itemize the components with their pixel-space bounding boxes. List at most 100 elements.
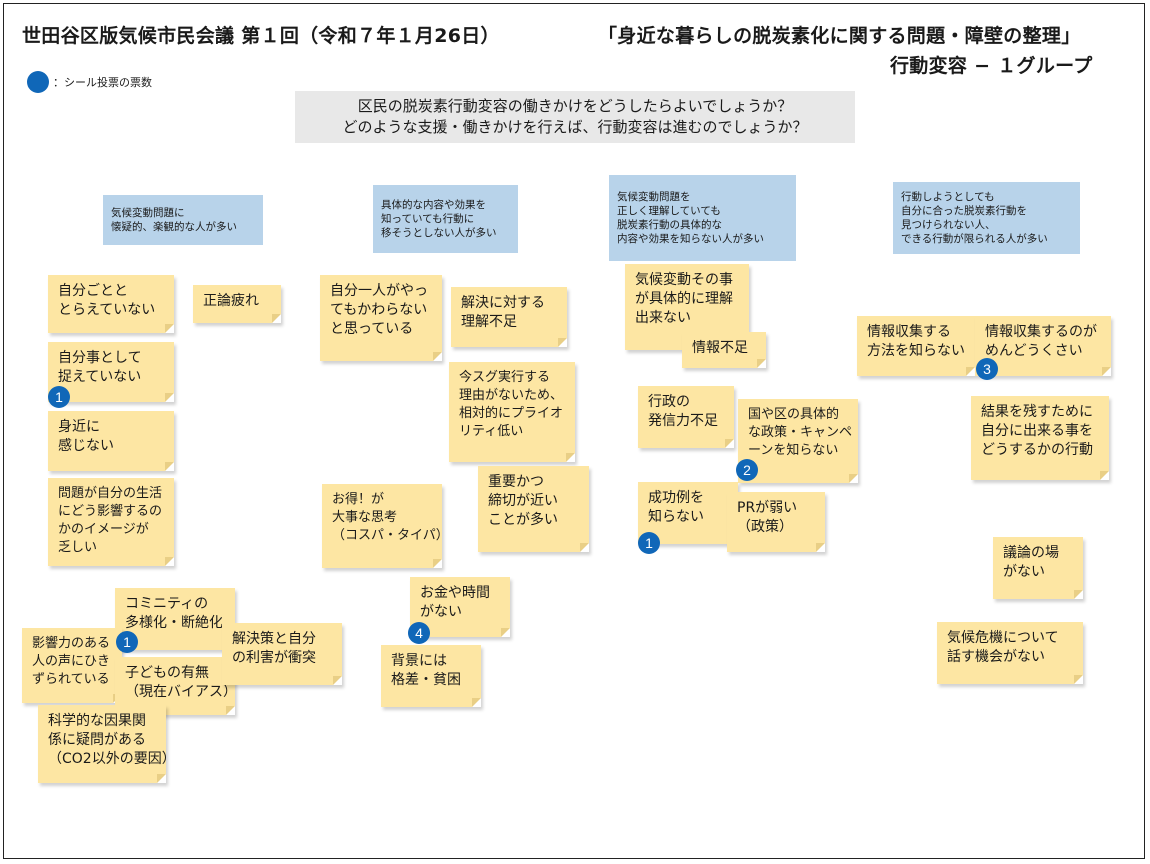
category-skeptical: 気候変動問題に 懐疑的、楽観的な人が多い: [103, 195, 263, 245]
note-text-line: 多様化・断絶化: [125, 615, 223, 631]
note-text-line: 大事な思考: [332, 510, 398, 525]
vote-badge: 1: [48, 386, 70, 408]
sticky-note: 気候危機について話す機会がない: [937, 622, 1083, 684]
note-text-line: 理解不足: [461, 314, 517, 330]
note-text-line: 知っていても行動に: [381, 213, 475, 225]
note-text-line: がない: [1003, 564, 1045, 580]
sticky-note: PRが弱い（政策）: [727, 492, 825, 552]
note-text-line: がない: [420, 604, 462, 620]
sticky-note: 問題が自分の生活にどう影響するのかのイメージが乏しい: [48, 478, 174, 566]
note-text-line: 成功例を: [648, 490, 704, 506]
note-text-line: 身近に: [58, 419, 100, 435]
note-text-line: 自分に合った脱炭素行動を: [901, 205, 1027, 217]
note-text-line: 影響力のある: [32, 636, 111, 651]
note-text-line: 出来ない: [635, 310, 691, 326]
vote-badge: 2: [736, 459, 758, 481]
note-text-line: リティ低い: [459, 424, 524, 439]
sticky-note: 議論の場がない: [993, 537, 1083, 599]
question-line-1: 区民の脱炭素行動変容の働きかけをどうしたらよいでしょうか？: [357, 97, 793, 115]
note-text-line: めんどうくさい: [985, 343, 1083, 359]
sticky-note: 身近に感じない: [48, 411, 174, 471]
note-text-line: 移そうとしない人が多い: [381, 227, 497, 239]
note-text-line: 結果を残すために: [981, 404, 1093, 420]
sticky-note: 背景には格差・貧困: [381, 645, 481, 707]
sticky-note: 重要かつ締切が近いことが多い: [478, 466, 589, 552]
note-text-line: 締切が近い: [488, 493, 558, 509]
note-text-line: 行政の: [648, 394, 690, 410]
note-text-line: と思っている: [330, 321, 414, 337]
sticky-note: 行政の発信力不足: [638, 386, 734, 448]
note-text-line: （政策）: [737, 519, 793, 535]
note-text-line: （コスパ・タイパ）: [332, 528, 449, 543]
note-text-line: 乏しい: [58, 540, 98, 555]
note-text-line: 感じない: [58, 438, 114, 454]
note-text-line: 理由がないため、: [459, 388, 564, 403]
note-text-line: 情報収集する: [867, 324, 951, 340]
note-text-line: 解決策と自分: [232, 631, 316, 647]
note-text-line: 議論の場: [1003, 545, 1059, 561]
note-text-line: 具体的な内容や効果を: [381, 199, 486, 211]
note-text-line: 背景には: [391, 653, 447, 669]
sticky-note: 解決策と自分の利害が衝突: [222, 623, 342, 685]
sticky-note: 自分一人がやってもかわらないと思っている: [320, 275, 442, 361]
note-text-line: 今スグ実行する: [459, 370, 551, 385]
group-subtitle: 行動変容 − １グループ: [890, 55, 1093, 77]
sticky-note: 情報不足: [682, 332, 766, 368]
category-limited: 行動しようとしても 自分に合った脱炭素行動を 見つけられない人、 できる行動が限…: [893, 182, 1080, 254]
note-text-line: 自分に出来る事を: [981, 423, 1093, 439]
note-text-line: どうするかの行動: [981, 442, 1093, 458]
note-text-line: 気候変動問題に: [111, 207, 185, 219]
question-line-2: どのような支援・働きかけを行えば、行動変容は進むのでしょうか？: [342, 118, 808, 136]
note-text-line: 内容や効果を知らない人が多い: [617, 233, 764, 245]
sticky-note: 自分ごとととらえていない: [48, 275, 174, 333]
vote-dot-icon: [27, 71, 49, 93]
sticky-note: 正論疲れ: [193, 285, 281, 323]
note-text-line: な政策・キャンペ: [748, 425, 853, 440]
note-text-line: 正しく理解していても: [617, 205, 721, 217]
note-text-line: 正論疲れ: [203, 293, 259, 309]
note-text-line: 情報不足: [692, 340, 748, 356]
sticky-note: 国や区の具体的な政策・キャンペーンを知らない: [738, 399, 858, 483]
note-text-line: 知らない: [648, 509, 704, 525]
note-text-line: 係に疑問がある: [48, 732, 146, 748]
note-text-line: 子どもの有無: [125, 665, 209, 681]
sticky-note: 今スグ実行する理由がないため、相対的にプライオリティ低い: [449, 362, 575, 462]
vote-legend: ：シール投票の票数: [27, 71, 152, 93]
sticky-note: 科学的な因果関係に疑問がある（CO2以外の要因）: [38, 705, 176, 783]
note-text-line: 気候変動問題を: [617, 191, 691, 203]
note-text-line: （現在バイアス）: [125, 684, 237, 700]
note-text-line: の利害が衝突: [232, 650, 316, 666]
note-text-line: 科学的な因果関: [48, 713, 146, 729]
sticky-note: お得！が大事な思考（コスパ・タイパ）: [322, 484, 449, 568]
note-text-line: 発信力不足: [648, 413, 718, 429]
note-text-line: にどう影響するの: [58, 504, 163, 519]
central-question: 区民の脱炭素行動変容の働きかけをどうしたらよいでしょうか？ どのような支援・働き…: [295, 91, 855, 143]
note-text-line: 気候変動その事: [635, 272, 733, 288]
note-text-line: 問題が自分の生活: [58, 486, 163, 501]
note-text-line: 国や区の具体的: [748, 407, 840, 422]
vote-badge: 1: [116, 631, 138, 653]
slide-title: 世田谷区版気候市民会議 第１回（令和７年１月26日）: [22, 25, 500, 47]
note-text-line: コミニティの: [125, 596, 209, 612]
note-text-line: 捉えていない: [58, 369, 142, 385]
note-text-line: ことが多い: [488, 512, 558, 528]
vote-badge: 3: [976, 358, 998, 380]
note-text-line: 行動しようとしても: [901, 191, 995, 203]
note-text-line: お金や時間: [420, 585, 490, 601]
sticky-note: 解決に対する理解不足: [451, 287, 567, 347]
note-text-line: 見つけられない人、: [901, 219, 996, 231]
note-text-line: 情報収集するのが: [985, 324, 1097, 340]
note-text-line: できる行動が限られる人が多い: [901, 233, 1048, 245]
note-text-line: 相対的にプライオ: [459, 406, 564, 421]
slide-theme-title: 「身近な暮らしの脱炭素化に関する問題・障壁の整理」: [598, 25, 1081, 47]
note-text-line: 自分一人がやっ: [330, 283, 428, 299]
category-unaware: 気候変動問題を 正しく理解していても 脱炭素行動の具体的な 内容や効果を知らない…: [609, 175, 796, 261]
vote-badge: 4: [408, 622, 430, 644]
sticky-note: 影響力のある人の声にひきずられている: [22, 628, 122, 703]
sticky-note: 結果を残すために自分に出来る事をどうするかの行動: [971, 396, 1109, 480]
note-text-line: 方法を知らない: [867, 343, 965, 359]
vote-badge: 1: [638, 532, 660, 554]
note-text-line: 自分ごとと: [58, 283, 128, 299]
vote-legend-label: ：シール投票の票数: [53, 76, 152, 89]
note-text-line: ーンを知らない: [748, 443, 839, 458]
